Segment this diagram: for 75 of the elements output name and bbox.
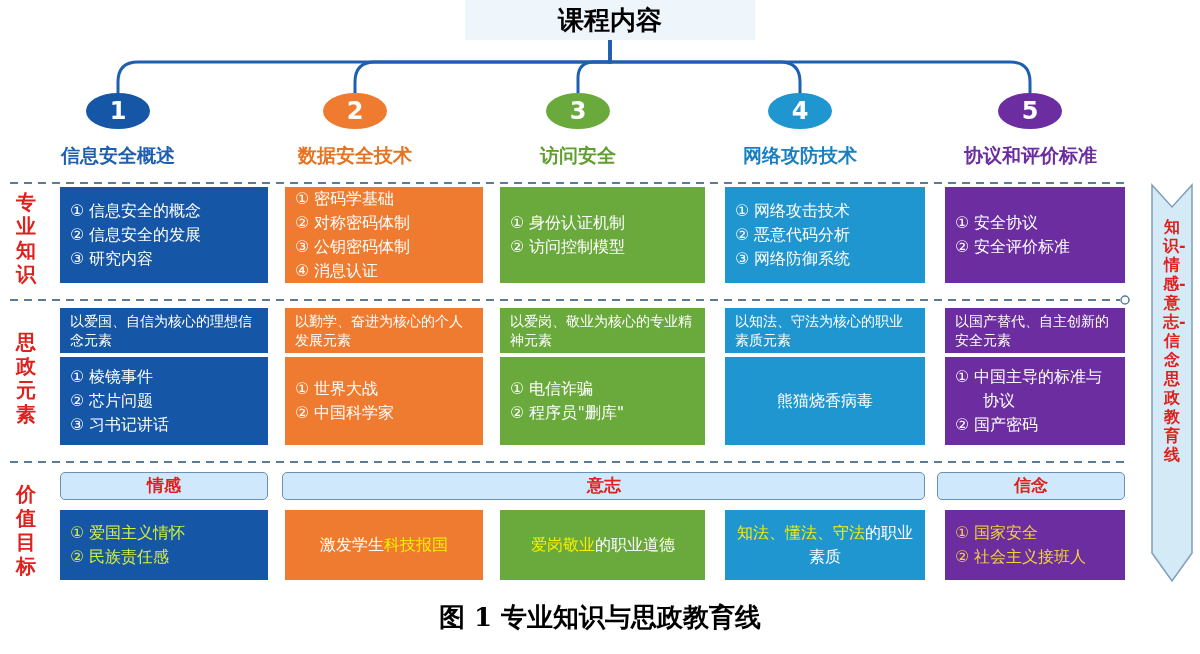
content-box — [60, 357, 268, 445]
theme-box — [60, 308, 268, 353]
goal-box — [945, 510, 1125, 580]
content-box — [285, 357, 483, 445]
number-badge: 1 — [86, 93, 150, 129]
list-item: ② 中国科学家 — [295, 402, 396, 424]
content-box — [945, 357, 1125, 445]
list-item: ② 国产密码 — [955, 414, 1040, 436]
goal-box — [285, 510, 483, 580]
list-item: ① 爱国主义情怀 — [70, 522, 187, 544]
row-label: 专业知识 — [14, 190, 37, 286]
list-item: ② 恶意代码分析 — [735, 224, 852, 246]
category-band: 情感 — [60, 472, 268, 500]
content-box — [725, 187, 925, 283]
list-item: ② 程序员"删库" — [510, 402, 626, 424]
list-item: ③ 研究内容 — [70, 248, 155, 270]
list-item: ③ 网络防御系统 — [735, 248, 852, 270]
row-label: 价值目标 — [14, 482, 37, 578]
goal-box — [725, 510, 925, 580]
column-heading: 协议和评价标准 — [962, 143, 1098, 168]
list-item: ① 世界大战 — [295, 378, 380, 400]
box-text: 激发学生科技报国 — [320, 534, 448, 556]
number-badge: 5 — [998, 93, 1062, 129]
column-heading: 访问安全 — [538, 143, 617, 168]
number-badge: 2 — [323, 93, 387, 129]
box-text: 知法、懂法、守法的职业素质 — [736, 522, 914, 568]
category-band: 信念 — [937, 472, 1125, 500]
list-item: ④ 消息认证 — [295, 260, 380, 282]
list-item: ① 身份认证机制 — [510, 212, 627, 234]
box-text: 以爱岗、敬业为核心的专业精神元素 — [510, 311, 693, 350]
list-item: ② 访问控制模型 — [510, 236, 627, 258]
content-box — [725, 357, 925, 445]
goal-box — [60, 510, 268, 580]
box-text: 熊猫烧香病毒 — [777, 390, 873, 412]
list-item: ③ 公钥密码体制 — [295, 236, 412, 258]
list-item: ② 安全评价标准 — [955, 236, 1072, 258]
theme-box — [945, 308, 1125, 353]
box-text: 爱岗敬业的职业道德 — [530, 534, 675, 556]
list-item: ② 对称密码体制 — [295, 212, 412, 234]
list-item: ① 密码学基础 — [295, 188, 396, 210]
list-item: ① 电信诈骗 — [510, 378, 595, 400]
content-box — [500, 357, 705, 445]
box-text: 以勤学、奋进为核心的个人发展元素 — [295, 311, 464, 350]
content-box — [60, 187, 268, 283]
caption: 图 1 专业知识与思政教育线 — [437, 601, 763, 634]
content-box — [945, 187, 1125, 283]
theme-box — [500, 308, 705, 353]
number-badge: 3 — [546, 93, 610, 129]
number-badge: 4 — [768, 93, 832, 129]
title-box: 课程内容 — [465, 0, 755, 40]
content-box — [285, 187, 483, 283]
list-item: ① 网络攻击技术 — [735, 200, 852, 222]
box-text: 以知法、守法为核心的职业素质元素 — [735, 311, 904, 350]
theme-box — [725, 308, 925, 353]
list-item: ① 国家安全 — [955, 522, 1040, 544]
goal-box — [500, 510, 705, 580]
list-item: ③ 习书记讲话 — [70, 414, 171, 436]
list-item: ② 社会主义接班人 — [955, 546, 1088, 568]
category-band: 意志 — [282, 472, 925, 500]
list-item: ① 信息安全的概念 — [70, 200, 203, 222]
list-item: ② 民族责任感 — [70, 546, 171, 568]
list-item: ① 中国主导的标准与协议 — [955, 366, 1104, 412]
column-heading: 网络攻防技术 — [742, 143, 858, 168]
theme-box — [285, 308, 483, 353]
box-text: 以爱国、自信为核心的理想信念元素 — [70, 311, 253, 350]
row-label: 思政元素 — [14, 330, 37, 426]
column-heading: 信息安全概述 — [59, 143, 176, 168]
box-text: 以国产替代、自主创新的安全元素 — [955, 311, 1110, 350]
connector-line — [608, 40, 1032, 93]
list-item: ② 信息安全的发展 — [70, 224, 203, 246]
list-item: ① 棱镜事件 — [70, 366, 155, 388]
column-heading: 数据安全技术 — [297, 143, 413, 168]
list-item: ① 安全协议 — [955, 212, 1040, 234]
list-item: ② 芯片问题 — [70, 390, 155, 412]
content-box — [500, 187, 705, 283]
